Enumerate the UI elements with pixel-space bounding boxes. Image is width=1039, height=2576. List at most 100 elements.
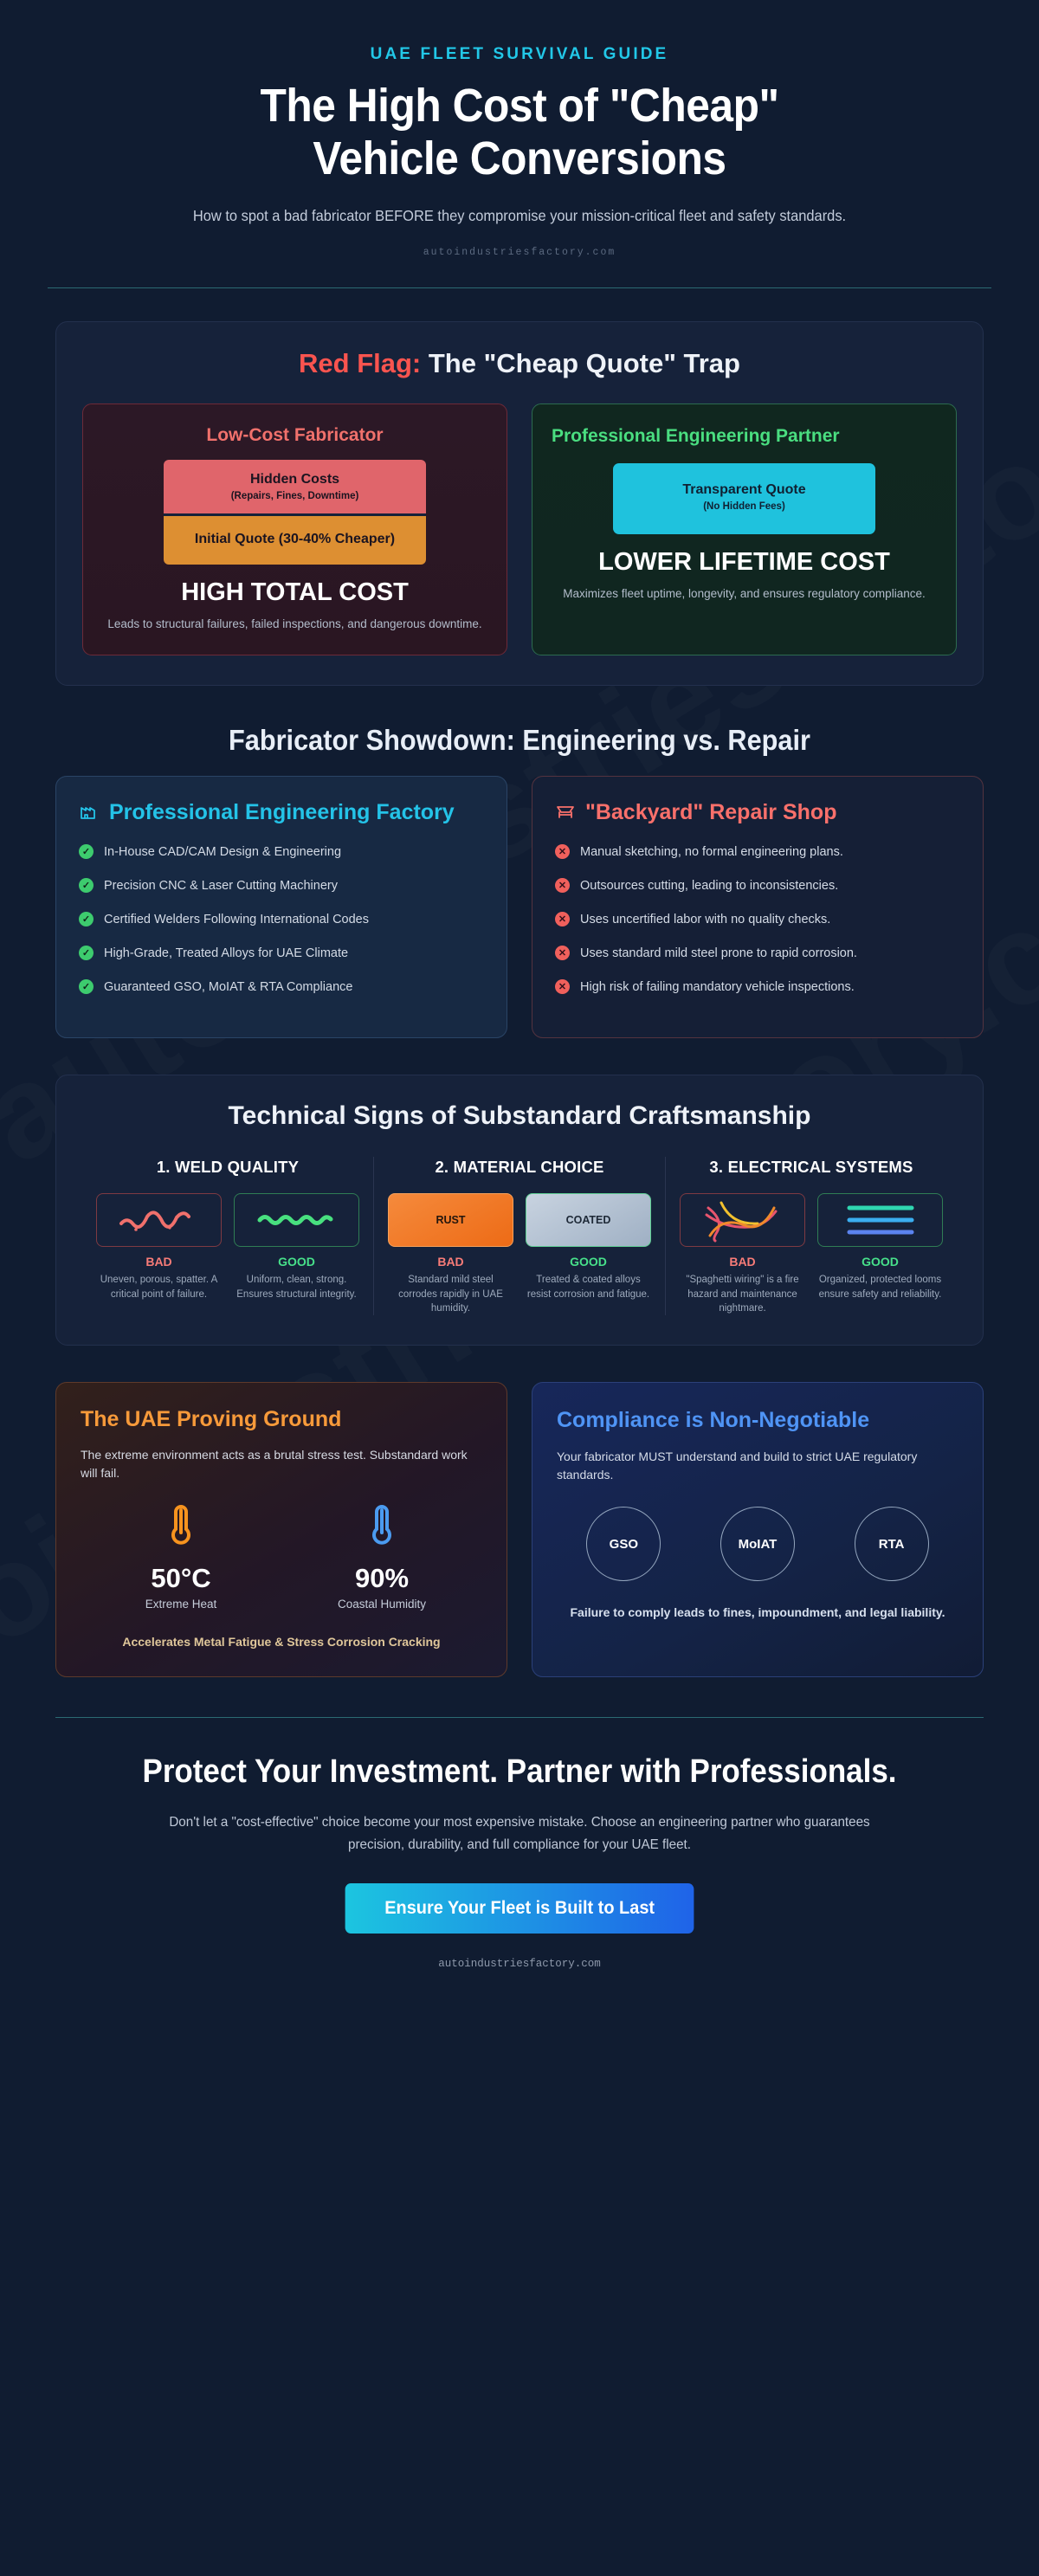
list-item: ✓ In-House CAD/CAM Design & Engineering	[79, 843, 484, 862]
professional-factory-list: ✓ In-House CAD/CAM Design & Engineering …	[79, 843, 484, 997]
tech-column-title: 2. MATERIAL CHOICE	[435, 1158, 604, 1177]
low-cost-column: Low-Cost Fabricator Hidden Costs (Repair…	[82, 404, 507, 656]
red-flag-title-rest: The "Cheap Quote" Trap	[421, 348, 740, 379]
hidden-costs-sublabel: (Repairs, Fines, Downtime)	[230, 491, 359, 502]
coated-chip-icon: COATED	[526, 1193, 651, 1248]
low-cost-card-title: Low-Cost Fabricator	[206, 425, 384, 446]
coated-chip-label: COATED	[565, 1214, 611, 1227]
tech-item-bad: BAD "Spaghetti wiring" is a fire hazard …	[680, 1193, 805, 1315]
tangled-wires-icon	[680, 1193, 805, 1248]
tech-column-title: 3. ELECTRICAL SYSTEMS	[709, 1158, 913, 1177]
red-flag-panel: Red Flag: The "Cheap Quote" Trap Low-Cos…	[55, 321, 984, 687]
list-item-label: High risk of failing mandatory vehicle i…	[580, 980, 855, 995]
cost-stack: Hidden Costs (Repairs, Fines, Downtime) …	[164, 460, 426, 565]
tech-column-electrical-systems: 3. ELECTRICAL SYSTEMS	[665, 1157, 957, 1316]
tech-description: Uniform, clean, strong. Ensures structur…	[236, 1275, 357, 1300]
list-item: ✕ High risk of failing mandatory vehicle…	[555, 978, 960, 997]
tech-column-weld-quality: 1. WELD QUALITY BAD Uneven,	[82, 1157, 373, 1315]
list-item-label: Outsources cutting, leading to inconsist…	[580, 879, 839, 894]
list-item-label: High-Grade, Treated Alloys for UAE Clima…	[104, 946, 349, 961]
uae-proving-ground-footer: Accelerates Metal Fatigue & Stress Corro…	[122, 1635, 441, 1650]
factory-icon	[79, 800, 100, 825]
check-circle-icon: ✓	[79, 946, 94, 961]
neat-loom-icon	[817, 1193, 943, 1248]
compliance-title: Compliance is Non-Negotiable	[557, 1408, 870, 1433]
list-item: ✓ Certified Welders Following Internatio…	[79, 910, 484, 929]
tech-description: "Spaghetti wiring" is a fire hazard and …	[686, 1275, 799, 1314]
professional-factory-title: Professional Engineering Factory	[109, 800, 455, 825]
list-item-label: Manual sketching, no formal engineering …	[580, 845, 843, 860]
page-footer: Protect Your Investment. Partner with Pr…	[0, 1753, 1039, 2018]
showdown-section-title: Fabricator Showdown: Engineering vs. Rep…	[229, 724, 810, 757]
rust-chip-label: RUST	[436, 1214, 466, 1227]
professional-partner-card-title: Professional Engineering Partner	[552, 426, 840, 447]
list-item: ✕ Uses uncertified labor with no quality…	[555, 910, 960, 929]
rust-chip-icon: RUST	[388, 1193, 513, 1248]
list-item-label: Uses uncertified labor with no quality c…	[580, 913, 831, 927]
verdict-label: BAD	[729, 1255, 756, 1269]
backyard-repair-list: ✕ Manual sketching, no formal engineerin…	[555, 843, 960, 997]
thermometer-humidity-icon	[367, 1505, 397, 1555]
high-total-cost-note: Leads to structural failures, failed ins…	[107, 617, 482, 630]
list-item-label: Certified Welders Following Internationa…	[104, 913, 369, 927]
footer-text: Don't let a "cost-effective" choice beco…	[169, 1815, 870, 1852]
cross-circle-icon: ✕	[555, 878, 570, 894]
verdict-label: GOOD	[570, 1255, 607, 1269]
verdict-label: GOOD	[278, 1255, 315, 1269]
header-brand: autoindustriesfactory.com	[423, 247, 616, 259]
tech-column-material-choice: 2. MATERIAL CHOICE RUST BAD Standard mil…	[373, 1157, 665, 1316]
verdict-label: GOOD	[862, 1255, 899, 1269]
red-flag-title: Red Flag: The "Cheap Quote" Trap	[82, 348, 957, 379]
list-item-label: In-House CAD/CAM Design & Engineering	[104, 845, 342, 860]
technical-signs-panel: Technical Signs of Substandard Craftsman…	[55, 1075, 984, 1346]
tech-item-good: GOOD Organized, protected looms ensure s…	[817, 1193, 943, 1301]
workbench-icon	[555, 800, 576, 825]
bad-weld-bead-icon	[96, 1193, 222, 1248]
cross-circle-icon: ✕	[555, 912, 570, 927]
compliance-badge-gso: GSO	[586, 1507, 661, 1582]
good-weld-bead-icon	[234, 1193, 359, 1248]
verdict-label: BAD	[437, 1255, 464, 1269]
transparent-quote-sublabel: (No Hidden Fees)	[703, 501, 785, 513]
backyard-repair-title: "Backyard" Repair Shop	[585, 800, 837, 825]
compliance-card: Compliance is Non-Negotiable Your fabric…	[532, 1382, 984, 1678]
compliance-text: Your fabricator MUST understand and buil…	[557, 1449, 918, 1482]
initial-quote-label: Initial Quote (30-40% Cheaper)	[194, 532, 396, 547]
footer-brand: autoindustriesfactory.com	[438, 1958, 601, 1971]
showdown-columns: Professional Engineering Factory ✓ In-Ho…	[55, 776, 984, 1039]
professional-partner-card: Professional Engineering Partner Transpa…	[532, 404, 957, 656]
tech-item-bad: RUST BAD Standard mild steel corrodes ra…	[388, 1193, 513, 1315]
cross-circle-icon: ✕	[555, 979, 570, 995]
check-circle-icon: ✓	[79, 979, 94, 995]
stat-label: Coastal Humidity	[337, 1598, 427, 1611]
page-title-line-1: The High Cost of "Cheap"	[260, 80, 779, 132]
tech-item-bad: BAD Uneven, porous, spatter. A critical …	[96, 1193, 222, 1301]
header-divider	[48, 287, 991, 289]
list-item-label: Precision CNC & Laser Cutting Machinery	[104, 879, 338, 894]
professional-factory-card: Professional Engineering Factory ✓ In-Ho…	[55, 776, 507, 1039]
check-circle-icon: ✓	[79, 878, 94, 894]
cta-button[interactable]: Ensure Your Fleet is Built to Last	[345, 1883, 694, 1934]
tech-description: Organized, protected looms ensure safety…	[818, 1275, 942, 1300]
list-item: ✕ Uses standard mild steel prone to rapi…	[555, 944, 960, 963]
footer-divider	[55, 1717, 984, 1719]
tech-description: Standard mild steel corrodes rapidly in …	[398, 1275, 503, 1314]
page-subtitle: How to spot a bad fabricator BEFORE they…	[192, 207, 847, 225]
initial-quote-bar: Initial Quote (30-40% Cheaper)	[164, 513, 426, 565]
list-item: ✓ High-Grade, Treated Alloys for UAE Cli…	[79, 944, 484, 963]
low-cost-fabricator-card: Low-Cost Fabricator Hidden Costs (Repair…	[82, 404, 507, 656]
footer-title: Protect Your Investment. Partner with Pr…	[142, 1753, 897, 1791]
uae-proving-ground-title: The UAE Proving Ground	[81, 1407, 342, 1432]
hidden-costs-bar: Hidden Costs (Repairs, Fines, Downtime)	[164, 460, 426, 514]
page-title: The High Cost of "Cheap" Vehicle Convers…	[86, 80, 954, 185]
list-item: ✕ Outsources cutting, leading to inconsi…	[555, 876, 960, 895]
check-circle-icon: ✓	[79, 844, 94, 860]
red-flag-title-accent: Red Flag:	[299, 348, 422, 379]
page-header: UAE FLEET SURVIVAL GUIDE The High Cost o…	[0, 0, 1039, 289]
tech-description: Uneven, porous, spatter. A critical poin…	[100, 1275, 218, 1300]
hidden-costs-label: Hidden Costs	[249, 472, 340, 487]
stat-label: Extreme Heat	[145, 1598, 217, 1611]
compliance-badge-rta: RTA	[854, 1507, 929, 1582]
verdict-label: BAD	[145, 1255, 172, 1269]
